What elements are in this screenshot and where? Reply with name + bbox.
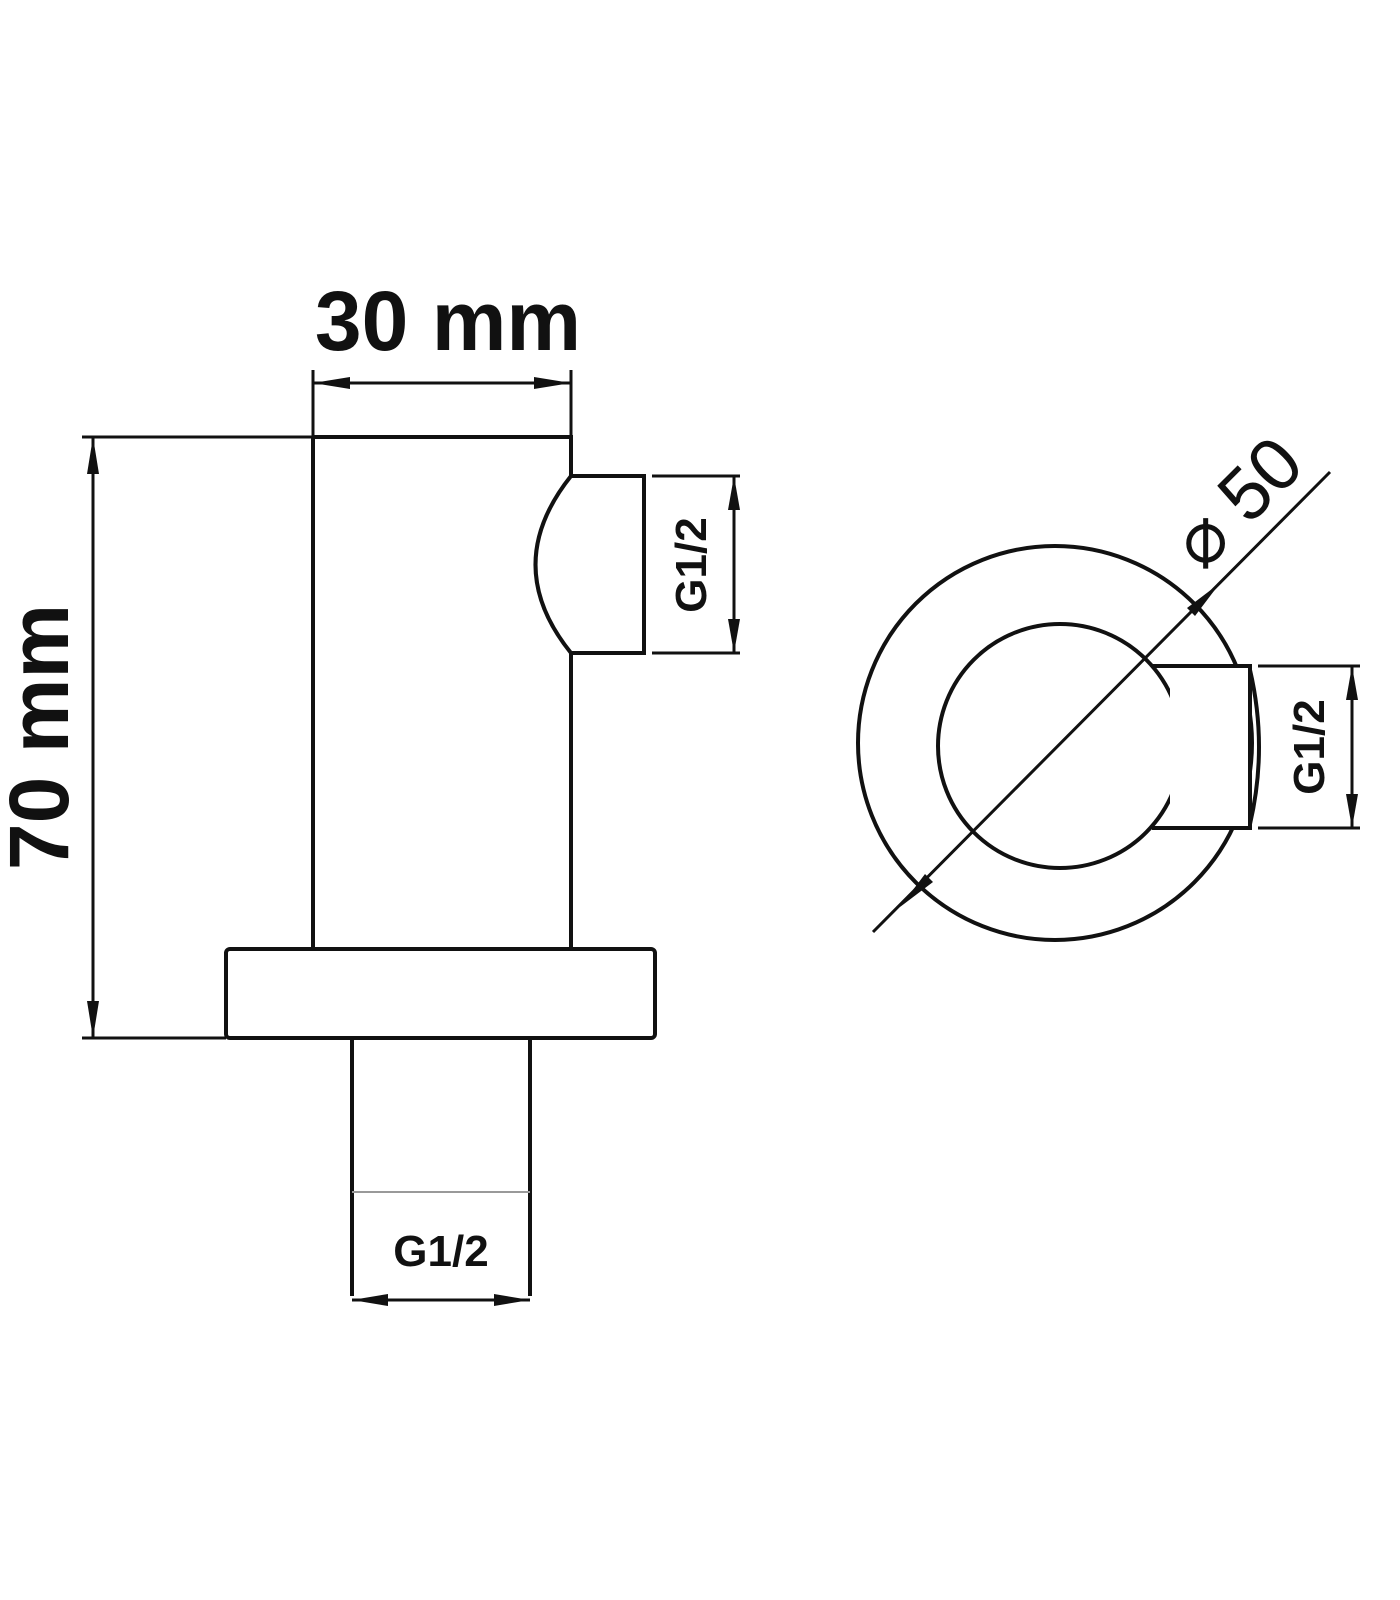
width-label: 30 mm <box>315 274 581 368</box>
inlet-dimension: G1/2 <box>352 1227 530 1306</box>
top-outlet-dimension: G1/2 <box>1258 664 1360 830</box>
height-label: 70 mm <box>0 604 86 870</box>
outlet-body <box>1152 664 1261 830</box>
side-outlet <box>533 474 646 655</box>
width-dimension: 30 mm <box>311 274 581 437</box>
side-outlet-dimension: G1/2 <box>652 474 740 655</box>
height-dimension: 70 mm <box>0 435 313 1040</box>
side-outlet-label: G1/2 <box>667 517 716 612</box>
flange <box>224 947 657 1040</box>
top-view: ⌀ 50 G1/2 <box>856 421 1360 942</box>
diameter-dimension: ⌀ 50 <box>871 421 1332 934</box>
inlet-label: G1/2 <box>393 1227 488 1276</box>
diameter-label: ⌀ 50 <box>1156 421 1319 584</box>
top-outlet-label: G1/2 <box>1285 699 1334 794</box>
inlet-stub <box>350 1038 532 1296</box>
body-outline <box>311 435 573 949</box>
front-view: 30 mm 70 mm G1/2 G1/2 <box>0 274 740 1306</box>
